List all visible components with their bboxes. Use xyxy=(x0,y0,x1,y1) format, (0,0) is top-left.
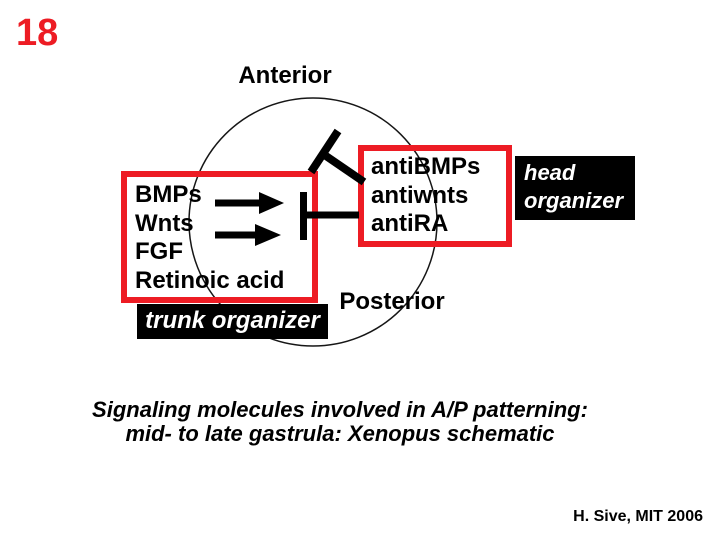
trunk-signals-list: BMPs Wnts FGF Retinoic acid xyxy=(135,181,284,295)
slide-number: 18 xyxy=(16,12,59,54)
head-signals-list: antiBMPs antiwnts antiRA xyxy=(371,153,480,239)
signal-arrow-top xyxy=(215,192,284,214)
head-organizer-line1: head xyxy=(524,160,576,185)
trunk-signal-item: Retinoic acid xyxy=(135,266,285,294)
inhibition-tbar-diagonal xyxy=(307,128,367,186)
trunk-organizer-label: trunk organizer xyxy=(137,304,328,339)
signal-arrow-bottom xyxy=(215,224,281,246)
head-signal-item: antiBMPs xyxy=(371,153,481,180)
slide-caption: Signaling molecules involved in A/P patt… xyxy=(60,398,620,446)
head-signal-item: antiwnts xyxy=(371,181,469,209)
posterior-label: Posterior xyxy=(339,288,445,315)
head-organizer-label: head organizer xyxy=(515,156,635,220)
anterior-label: Anterior xyxy=(238,62,332,89)
trunk-signal-item: BMPs xyxy=(135,181,202,208)
trunk-signal-item: FGF xyxy=(135,238,183,265)
footer-credit: H. Sive, MIT 2006 xyxy=(573,508,703,525)
embryo-circle xyxy=(188,97,438,347)
trunk-signals-box-outline xyxy=(121,171,318,303)
head-organizer-line2: organizer xyxy=(524,188,624,213)
inhibition-tbar-horizontal xyxy=(300,192,359,240)
caption-line1: Signaling molecules involved in A/P patt… xyxy=(92,397,588,422)
head-signals-box-outline xyxy=(358,145,512,247)
caption-line2: mid- to late gastrula: Xenopus schematic xyxy=(125,421,555,446)
trunk-signal-item: Wnts xyxy=(135,209,194,237)
head-signal-item: antiRA xyxy=(371,210,449,237)
